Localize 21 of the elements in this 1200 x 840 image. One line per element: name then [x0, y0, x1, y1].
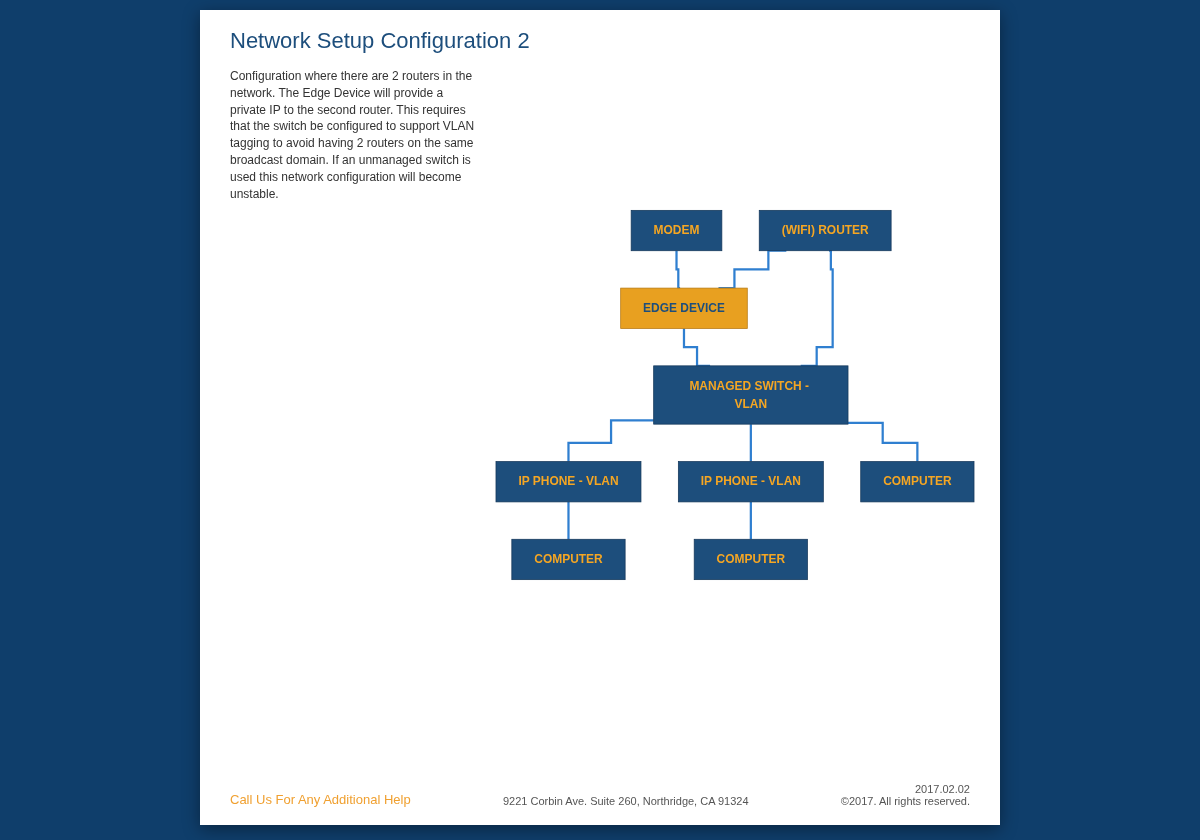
connector	[749, 500, 752, 541]
node-box: COMPUTER	[511, 538, 626, 581]
copyright-text: ©2017. All rights reserved.	[840, 795, 970, 807]
node-box: MANAGED SWITCH - VLAN	[653, 365, 849, 425]
help-text: Call Us For Any Additional Help	[230, 792, 411, 807]
connector	[567, 500, 570, 541]
date-text: 2017.02.02	[913, 783, 970, 795]
node-box: IP PHONE - VLAN	[677, 461, 824, 503]
node-box: EDGE DEVICE	[620, 287, 748, 329]
connector	[749, 423, 752, 463]
connector	[848, 421, 919, 463]
address-text: 9221 Corbin Ave. Suite 260, Northridge, CA 91324	[502, 795, 749, 807]
node-box: MODEM	[630, 209, 723, 252]
node-box: COMPUTER	[693, 538, 808, 581]
connector	[675, 249, 681, 290]
sheet-title: Network Setup Configuration 2	[230, 28, 530, 54]
description-text: Configuration where there are 2 routers in the network. The Edge Device will provide a private IP to the second router. This requires that the switch be configured to support VLAN tagging to avoid having 2 routers on the same broadcast domain. If an unmanaged switch is used this network configuration will become unstable.	[230, 68, 476, 203]
connector	[567, 419, 654, 463]
node-box: (WIFI) ROUTER	[758, 209, 892, 252]
node-box: COMPUTER	[860, 461, 975, 503]
node-box: IP PHONE - VLAN	[495, 461, 642, 503]
